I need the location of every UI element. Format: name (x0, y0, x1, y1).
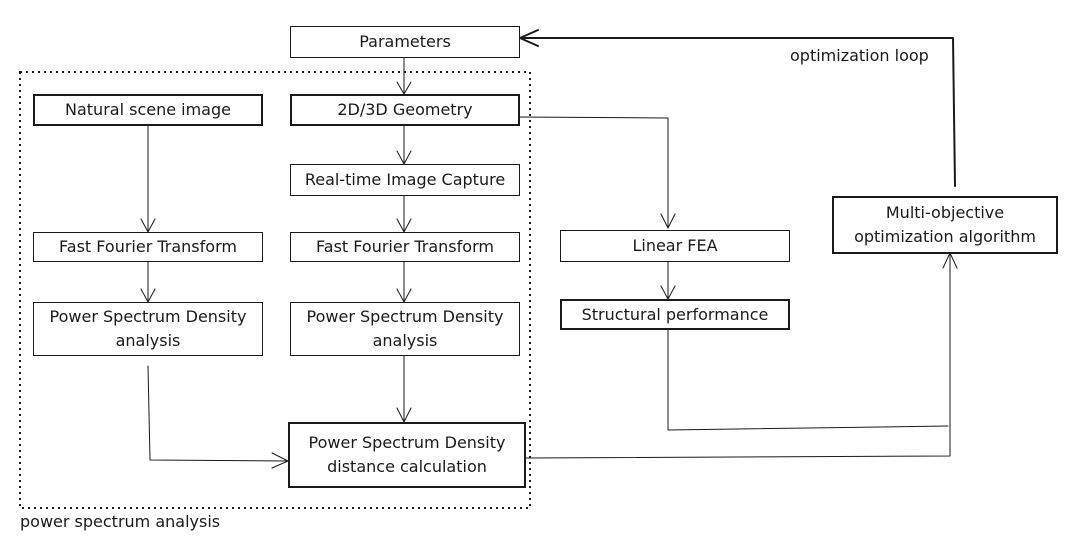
parameters-box: Parameters (290, 26, 520, 58)
psd-mid-label: Power Spectrum Density analysis (306, 307, 504, 350)
arrow-distance-to-moo (525, 252, 951, 459)
arrow-psd-left-to-distance (147, 365, 289, 462)
structural-box: Structural performance (560, 299, 790, 330)
psd-distance-box: Power Spectrum Density distance calculat… (288, 422, 526, 488)
psd-left-box: Power Spectrum Density analysis (33, 302, 263, 356)
power-spectrum-analysis-group (19, 71, 531, 509)
optimization-loop-label: optimization loop (790, 46, 929, 65)
arrowhead (519, 29, 539, 47)
power-spectrum-analysis-label: power spectrum analysis (20, 512, 221, 531)
linear-fea-box: Linear FEA (560, 230, 790, 262)
arrow-geometry-to-fea (517, 116, 669, 229)
linear-fea-label: Linear FEA (632, 236, 718, 255)
fft-left-label: Fast Fourier Transform (59, 237, 237, 256)
fft-left-box: Fast Fourier Transform (33, 232, 263, 262)
moo-box: Multi-objective optimization algorithm (832, 196, 1058, 254)
fft-mid-label: Fast Fourier Transform (316, 237, 494, 256)
arrow-structural-to-moo (667, 329, 949, 431)
fft-mid-box: Fast Fourier Transform (290, 232, 520, 262)
natural-scene-label: Natural scene image (65, 100, 231, 119)
arrow-optimization-loop (519, 37, 956, 187)
parameters-label: Parameters (359, 32, 451, 51)
image-capture-box: Real-time Image Capture (290, 164, 520, 196)
geometry-label: 2D/3D Geometry (337, 100, 473, 119)
structural-label: Structural performance (581, 304, 769, 324)
psd-mid-box: Power Spectrum Density analysis (290, 302, 520, 356)
natural-scene-box: Natural scene image (33, 94, 263, 126)
geometry-box: 2D/3D Geometry (290, 94, 520, 126)
image-capture-label: Real-time Image Capture (304, 170, 506, 189)
moo-label: Multi-objective optimization algorithm (854, 203, 1036, 246)
psd-left-label: Power Spectrum Density analysis (49, 307, 247, 350)
arrowhead (660, 213, 676, 229)
psd-distance-label: Power Spectrum Density distance calculat… (308, 433, 506, 476)
